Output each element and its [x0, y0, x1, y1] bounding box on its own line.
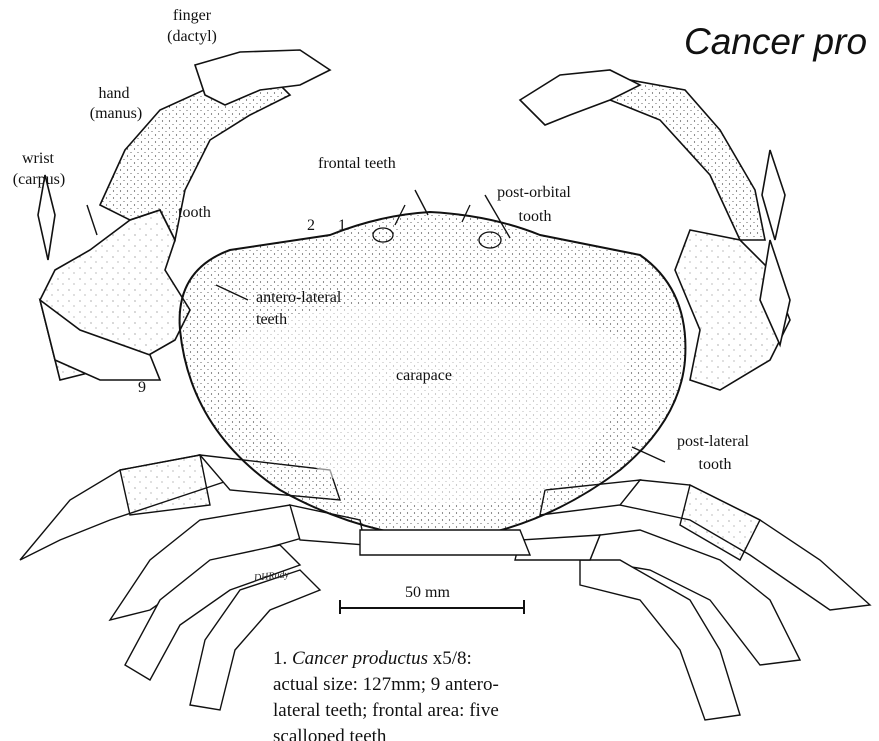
- scale-bar: [340, 600, 524, 614]
- label-tooth-number-2: 2: [307, 216, 315, 235]
- caption-line-3: lateral teeth; frontal area: five: [273, 698, 499, 724]
- label-dactyl: (dactyl): [156, 27, 228, 46]
- label-carapace: carapace: [396, 366, 452, 385]
- label-post-lateral: post-lateral: [658, 432, 768, 451]
- caption-species: Cancer productus: [292, 648, 428, 669]
- label-antero-lateral-teeth: teeth: [256, 310, 287, 329]
- caption-line-2: actual size: 127mm; 9 antero-: [273, 672, 499, 698]
- label-post-lateral-tooth: tooth: [685, 455, 745, 474]
- label-wrist: wrist: [8, 149, 68, 168]
- label-post-orbital: post-orbital: [484, 183, 584, 202]
- label-antero-lateral: antero-lateral: [256, 288, 341, 307]
- label-frontal-teeth: frontal teeth: [318, 154, 396, 173]
- label-tooth-number-9: 9: [138, 378, 146, 397]
- label-carpus: (carpus): [2, 170, 76, 189]
- label-manus: (manus): [80, 104, 152, 123]
- species-title: Cancer pro: [684, 22, 867, 62]
- label-finger: finger: [160, 6, 224, 25]
- caption-line-4: scalloped teeth: [273, 724, 499, 741]
- caption-magnification: x5/8:: [433, 648, 472, 669]
- label-tooth: tooth: [178, 203, 211, 222]
- sternum: [360, 530, 530, 555]
- label-hand: hand: [84, 84, 144, 103]
- label-tooth-number-1: 1: [338, 216, 346, 235]
- label-post-orbital-tooth: tooth: [510, 207, 560, 226]
- right-walking-legs: [515, 480, 870, 720]
- figure-caption: 1. Cancer productus x5/8: actual size: 1…: [273, 646, 499, 741]
- scale-bar-label: 50 mm: [405, 583, 450, 602]
- caption-number: 1.: [273, 648, 287, 669]
